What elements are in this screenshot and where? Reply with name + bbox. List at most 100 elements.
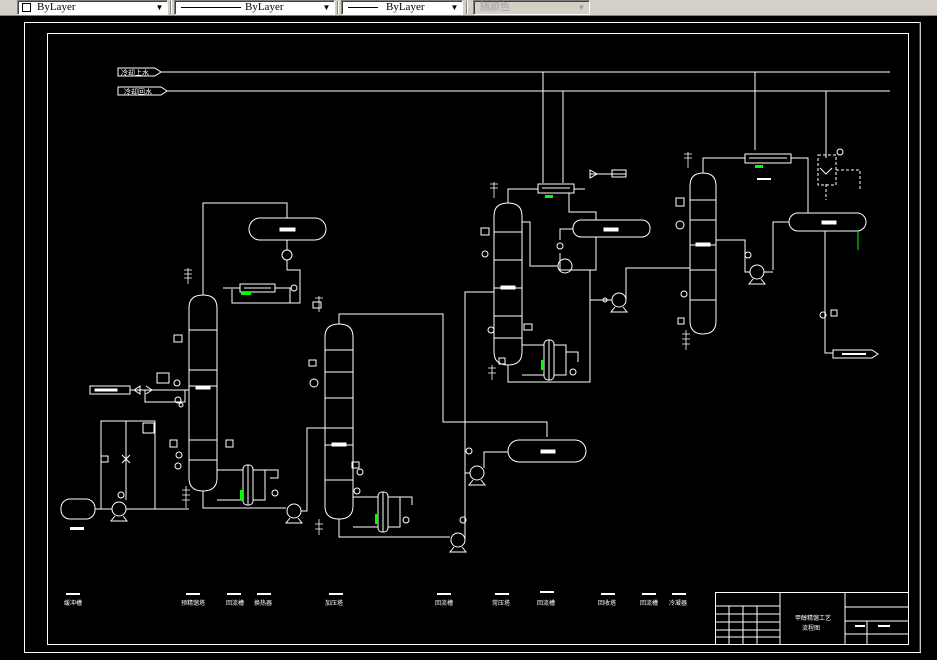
control-loop xyxy=(817,154,837,186)
instrument-cluster xyxy=(182,152,692,535)
pipe xyxy=(559,228,597,271)
column-pressurized xyxy=(324,323,354,520)
utility-header-return: 冷却回水 xyxy=(117,86,890,96)
valve-icon xyxy=(589,169,599,179)
plotstyle-control-dropdown: 随颜色 ▼ xyxy=(473,0,590,15)
green-tag xyxy=(241,292,251,295)
reboiler-2 xyxy=(353,491,389,533)
instrument-icon xyxy=(356,468,364,476)
equipment-label: 冷凝器 xyxy=(669,599,687,607)
instrument-icon xyxy=(675,220,685,230)
linetype-control-value: ByLayer xyxy=(245,1,284,13)
tag-bar xyxy=(757,178,771,180)
color-control-dropdown[interactable]: ByLayer ▼ xyxy=(17,0,168,15)
column-atmospheric xyxy=(493,202,523,366)
pipe xyxy=(566,351,579,362)
bottoms-line xyxy=(202,491,286,509)
equipment-label: 回流槽 xyxy=(435,599,453,607)
instrument-box xyxy=(156,372,170,384)
valve-icon xyxy=(290,284,298,292)
pump-icon xyxy=(611,292,627,308)
pipe xyxy=(393,496,413,505)
chevron-down-icon[interactable]: ▼ xyxy=(450,3,459,12)
column-prefractionator xyxy=(188,294,218,492)
pipe xyxy=(258,469,279,479)
product-tag xyxy=(832,349,879,359)
title-block-subtitle: 流程图 xyxy=(802,624,820,632)
instrument-icon xyxy=(556,242,564,250)
pipe xyxy=(554,344,567,376)
pipe xyxy=(253,469,266,501)
pump-icon xyxy=(469,465,485,481)
instrument-box xyxy=(142,422,155,434)
pump-base xyxy=(448,546,468,553)
lineweight-control-value: ByLayer xyxy=(386,1,425,13)
instrument-icon xyxy=(744,251,752,259)
pipe xyxy=(791,157,809,213)
equipment-label: 常压塔 xyxy=(492,599,510,607)
pump-base xyxy=(467,479,487,486)
reflux-drum-2 xyxy=(507,439,587,463)
instrument-box xyxy=(523,323,533,331)
pipe xyxy=(625,267,690,300)
column-recovery xyxy=(689,172,717,335)
linetype-sample xyxy=(181,7,241,8)
instrument-icon xyxy=(353,487,361,495)
bypass-line xyxy=(144,390,186,403)
equipment-label: 回流槽 xyxy=(537,599,555,607)
process-flow-diagram: 冷却上水 冷却回水 xyxy=(24,22,921,653)
pump-icon xyxy=(281,249,293,261)
utility-header-supply: 冷却上水 xyxy=(117,67,890,77)
instrument-box xyxy=(100,455,109,463)
chevron-down-icon[interactable]: ▼ xyxy=(155,3,164,12)
toolbar-separator xyxy=(466,1,468,14)
drawing-canvas[interactable]: 冷却上水 冷却回水 xyxy=(0,17,937,660)
instrument-icon xyxy=(271,489,279,497)
color-control-value: ByLayer xyxy=(37,1,76,13)
color-swatch-icon xyxy=(22,3,31,12)
utility-label-return: 冷却回水 xyxy=(124,87,152,96)
instrument-box xyxy=(498,357,506,365)
pipe xyxy=(568,193,597,220)
reflux-line xyxy=(716,239,773,273)
pump-icon xyxy=(450,532,466,548)
instrument-icon xyxy=(175,451,183,459)
equipment-label: 换热器 xyxy=(254,599,272,607)
lineweight-control-dropdown[interactable]: ByLayer ▼ xyxy=(341,0,463,15)
utility-label-supply: 冷却上水 xyxy=(121,68,149,77)
reboiler-1 xyxy=(217,464,254,506)
pipe xyxy=(819,91,833,175)
buffer-tank xyxy=(60,498,96,520)
product-line xyxy=(824,231,833,354)
reflux-drum-4 xyxy=(788,212,867,232)
valve-icon xyxy=(133,385,153,395)
instrument-icon xyxy=(402,516,410,524)
pipe xyxy=(231,240,301,304)
tag-bar xyxy=(70,527,84,530)
overhead-line-4 xyxy=(702,157,745,173)
bottoms-line xyxy=(507,270,591,383)
pipe xyxy=(301,427,325,512)
pump-base xyxy=(109,515,129,522)
toolbar-separator xyxy=(337,1,339,14)
instrument-icon xyxy=(174,462,182,470)
instrument-icon xyxy=(487,326,495,334)
linetype-control-dropdown[interactable]: ByLayer ▼ xyxy=(174,0,335,15)
plotstyle-control-value: 随颜色 xyxy=(480,2,510,13)
instrument-box xyxy=(225,439,234,448)
instrument-box xyxy=(677,317,685,325)
chevron-down-icon: ▼ xyxy=(577,3,586,12)
instrument-icon xyxy=(309,378,319,388)
condenser-4 xyxy=(744,153,792,168)
title-block xyxy=(715,592,909,645)
valve-icon xyxy=(602,297,608,303)
reboiler-3 xyxy=(522,339,555,381)
pump-icon xyxy=(749,264,765,280)
instrument-icon xyxy=(178,402,184,408)
equipment-label: 缓冲槽 xyxy=(64,599,82,607)
valve-icon xyxy=(174,396,182,404)
heat-exchanger-1 xyxy=(223,283,276,293)
chevron-down-icon[interactable]: ▼ xyxy=(322,3,331,12)
instrument-icon xyxy=(173,379,181,387)
instrument-box xyxy=(351,461,360,469)
